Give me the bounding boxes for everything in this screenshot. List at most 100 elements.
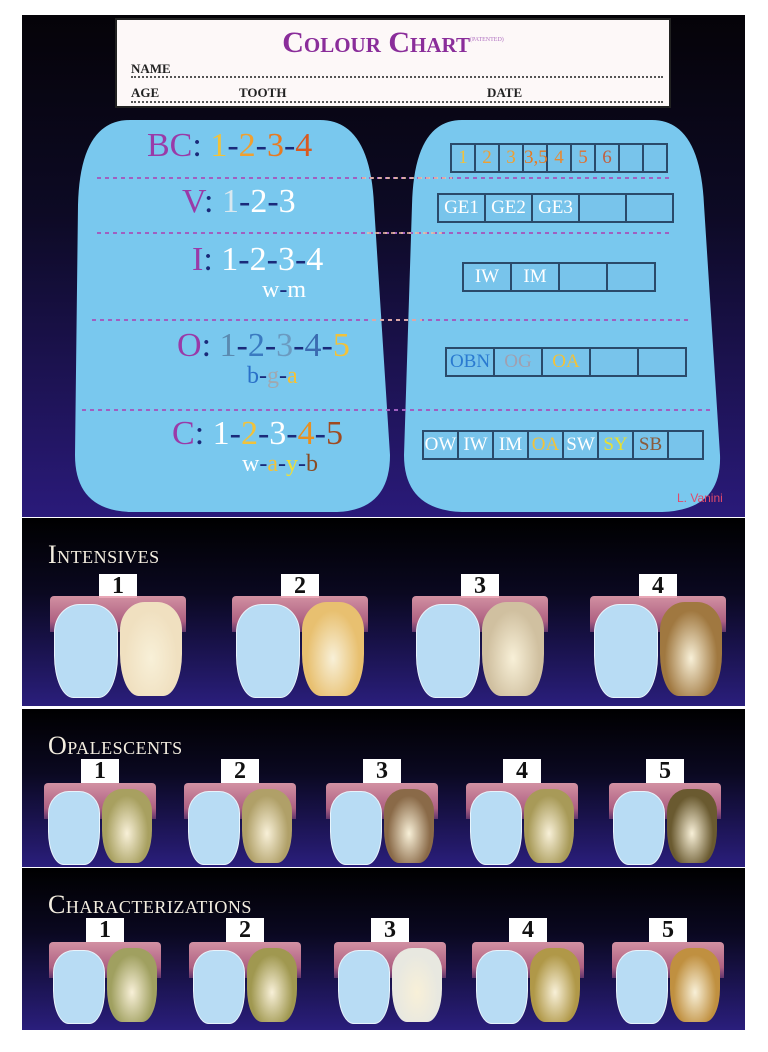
sub-value: w [262,277,280,303]
shade-box[interactable] [608,264,654,290]
colon: : [194,415,213,452]
item-number: 3 [363,759,401,783]
sub-value: a [267,451,278,477]
item-number: 3 [371,918,409,942]
shade-box[interactable]: SB [634,432,669,458]
shade-box[interactable] [580,195,627,221]
tooth-sketch [338,950,390,1024]
shade-box[interactable]: IW [464,264,512,290]
tooth-natural [102,789,152,863]
row-value: 2 [238,127,256,164]
sub-value: b [247,363,259,389]
row-value: 2 [249,241,267,278]
tooth-natural [120,602,182,696]
item-number: 5 [646,759,684,783]
tooth-natural [482,602,544,696]
sub-value: m [287,277,307,303]
shade-box[interactable] [591,349,639,375]
left-row-c: C: 1-2-3-4-5 [172,415,343,453]
item-number: 1 [81,759,119,783]
shade-box[interactable]: 1 [452,145,476,171]
shade-box[interactable]: 5 [572,145,596,171]
tooth-natural [107,948,157,1022]
left-row-sub: w-a-y-b [242,451,318,478]
tooth-sketch [53,950,105,1024]
shade-box[interactable] [627,195,672,221]
item-number: 1 [99,574,137,598]
tooth-sketch [476,950,528,1024]
shade-box[interactable]: 4 [548,145,572,171]
separator: - [294,241,307,278]
shade-box[interactable]: SY [599,432,634,458]
row-value: 5 [325,415,343,452]
row-value: 2 [240,415,258,452]
left-row-o: O: 1-2-3-4-5 [177,327,350,365]
age-tooth-date-fields[interactable]: AGE TOOTH DATE [131,85,663,103]
name-field[interactable]: NAME [131,60,663,78]
shade-box[interactable]: 3,5 [524,145,548,171]
shade-box[interactable]: OG [495,349,543,375]
shade-box[interactable]: IM [512,264,560,290]
shade-box[interactable] [620,145,644,171]
item-number: 4 [503,759,541,783]
left-row-sub: b-g-a [247,363,298,390]
separator: - [259,451,268,477]
shade-box[interactable]: OA [543,349,591,375]
separator: - [259,363,267,389]
separator: - [227,127,239,164]
section-title: Opalescents [48,731,183,760]
separator: - [257,415,270,452]
row-label: BC [147,127,193,164]
row-value: 1 [219,327,237,364]
tooth-outlines [75,120,721,512]
item-number: 2 [221,759,259,783]
shade-box[interactable]: OW [424,432,459,458]
separator: - [238,183,251,220]
shade-box[interactable]: 2 [476,145,500,171]
row-value: 2 [250,183,268,220]
left-row-i: I: 1-2-3-4 [192,241,323,279]
separator: - [255,127,267,164]
sub-value: g [267,363,279,389]
tooth-sketch [594,604,658,698]
item-number: 2 [281,574,319,598]
shade-box[interactable]: GE1 [439,195,486,221]
shade-box[interactable]: OBN [447,349,495,375]
shade-box[interactable]: IW [459,432,494,458]
tooth-sketch [616,950,668,1024]
header-form: Colour Chart(PATENTED) NAME AGE TOOTH DA… [115,18,671,108]
tooth-sketch [416,604,480,698]
row-value: 1 [221,241,239,278]
row-label: C [172,415,195,452]
signature: L. Vanini [677,491,723,505]
shade-box[interactable]: 6 [596,145,620,171]
item-number: 5 [649,918,687,942]
row-value: 2 [247,327,265,364]
item-number: 4 [509,918,547,942]
row-value: 3 [276,327,294,364]
separator: - [279,363,287,389]
section-title: Intensives [48,540,160,569]
shade-box[interactable]: GE2 [486,195,533,221]
shade-box[interactable]: SW [564,432,599,458]
age-label: AGE [131,85,160,100]
shade-box[interactable] [669,432,702,458]
shade-box[interactable] [560,264,608,290]
shade-box[interactable]: GE3 [533,195,580,221]
separator: - [298,451,306,477]
tooth-sketch [470,791,522,865]
section-title: Characterizations [48,890,252,919]
shade-box[interactable]: 3 [500,145,524,171]
shade-box[interactable]: OA [529,432,564,458]
shade-box[interactable] [644,145,666,171]
separator: - [321,327,333,364]
tooth-natural [392,948,442,1022]
shade-box[interactable]: IM [494,432,529,458]
separator: - [266,241,278,278]
shade-box[interactable] [639,349,685,375]
row-value: 1 [210,127,228,164]
tooth-natural [242,789,292,863]
